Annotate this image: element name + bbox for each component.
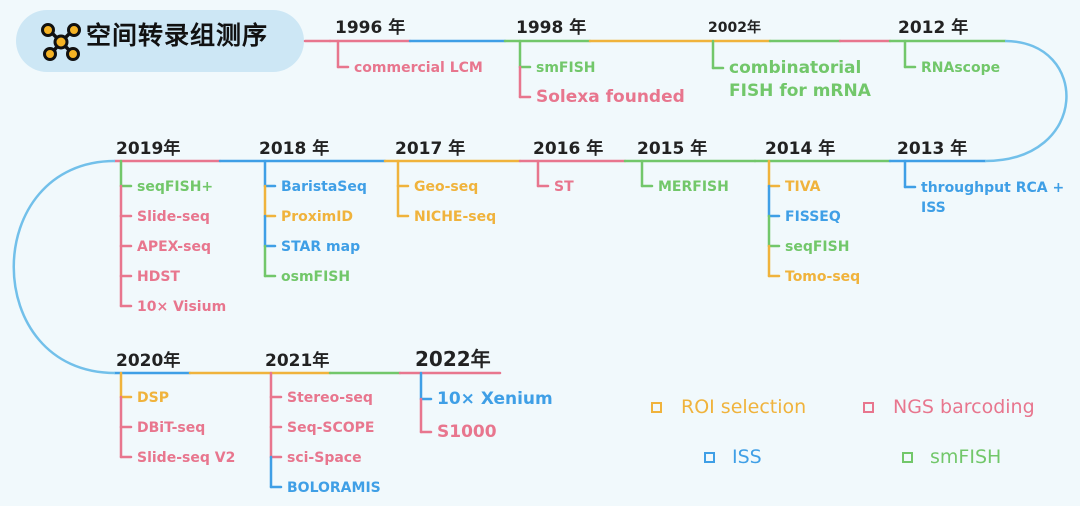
year-label: 2020年: [116, 351, 181, 371]
method-label-line: FISH for mRNA: [729, 80, 871, 101]
legend-swatch: [863, 402, 874, 413]
method-label: Solexa founded: [536, 86, 685, 107]
method-label: smFISH: [536, 59, 596, 76]
method-label: seqFISH: [785, 238, 850, 255]
legend-swatch: [902, 452, 913, 463]
method-label: BOLORAMIS: [287, 479, 381, 496]
method-label: TIVA: [785, 178, 821, 195]
method-label-line: combinatorial: [729, 57, 862, 78]
method-label: Stereo-seq: [287, 389, 373, 406]
method-label: commercial LCM: [354, 59, 483, 76]
method-label: 10× Xenium: [437, 388, 553, 409]
legend-swatch: [651, 402, 662, 413]
method-label: 10× Visium: [137, 298, 227, 315]
method-label: APEX-seq: [137, 238, 211, 255]
method-label: S1000: [437, 421, 497, 442]
method-label: DSP: [137, 389, 169, 406]
method-label: osmFISH: [281, 268, 351, 285]
method-label: ProximID: [281, 208, 354, 225]
method-label: RNAscope: [921, 59, 1001, 76]
year-label: 2021年: [265, 351, 330, 371]
timeline-curve-left: [12, 159, 116, 375]
method-label: BaristaSeq: [281, 178, 367, 195]
year-label: 2002年: [708, 20, 761, 36]
legend-label: ISS: [732, 446, 762, 468]
legend-label: NGS barcoding: [893, 396, 1035, 418]
year-label: 2012 年: [898, 18, 969, 38]
title-pill: [16, 10, 304, 72]
method-label-line: throughput RCA +: [921, 179, 1065, 196]
year-label: 1996 年: [335, 18, 406, 38]
method-label: Seq-SCOPE: [287, 419, 375, 436]
year-label: 1998 年: [516, 18, 587, 38]
method-label: HDST: [137, 268, 180, 285]
legend-swatch: [704, 452, 715, 463]
year-label: 2016 年: [533, 139, 604, 159]
method-label: NICHE-seq: [414, 208, 497, 225]
legend-label: smFISH: [930, 446, 1002, 468]
method-label: FISSEQ: [785, 208, 841, 225]
method-label: STAR map: [281, 238, 361, 255]
method-label: throughput RCA + ISS: [921, 178, 1064, 218]
method-label: Slide-seq: [137, 208, 210, 225]
year-label: 2014 年: [765, 139, 836, 159]
page-title: 空间转录组测序: [86, 21, 269, 50]
method-label: Tomo-seq: [785, 268, 861, 285]
molecule-icon: [41, 23, 81, 61]
year-label: 2019年: [116, 139, 181, 159]
year-label: 2022年: [415, 347, 491, 371]
method-label: ST: [554, 178, 574, 195]
method-label-line: ISS: [921, 199, 946, 216]
timeline-curve-right: [984, 39, 1068, 163]
method-label: Geo-seq: [414, 178, 479, 195]
method-label: Slide-seq V2: [137, 449, 236, 466]
year-label: 2018 年: [259, 139, 330, 159]
legend-label: ROI selection: [681, 396, 807, 418]
year-label: 2015 年: [637, 139, 708, 159]
year-label: 2017 年: [395, 139, 466, 159]
method-label: MERFISH: [658, 178, 729, 195]
method-label: seqFISH+: [137, 178, 214, 195]
year-label: 2013 年: [897, 139, 968, 159]
method-label: sci-Space: [287, 449, 362, 466]
method-label: DBiT-seq: [137, 419, 206, 436]
